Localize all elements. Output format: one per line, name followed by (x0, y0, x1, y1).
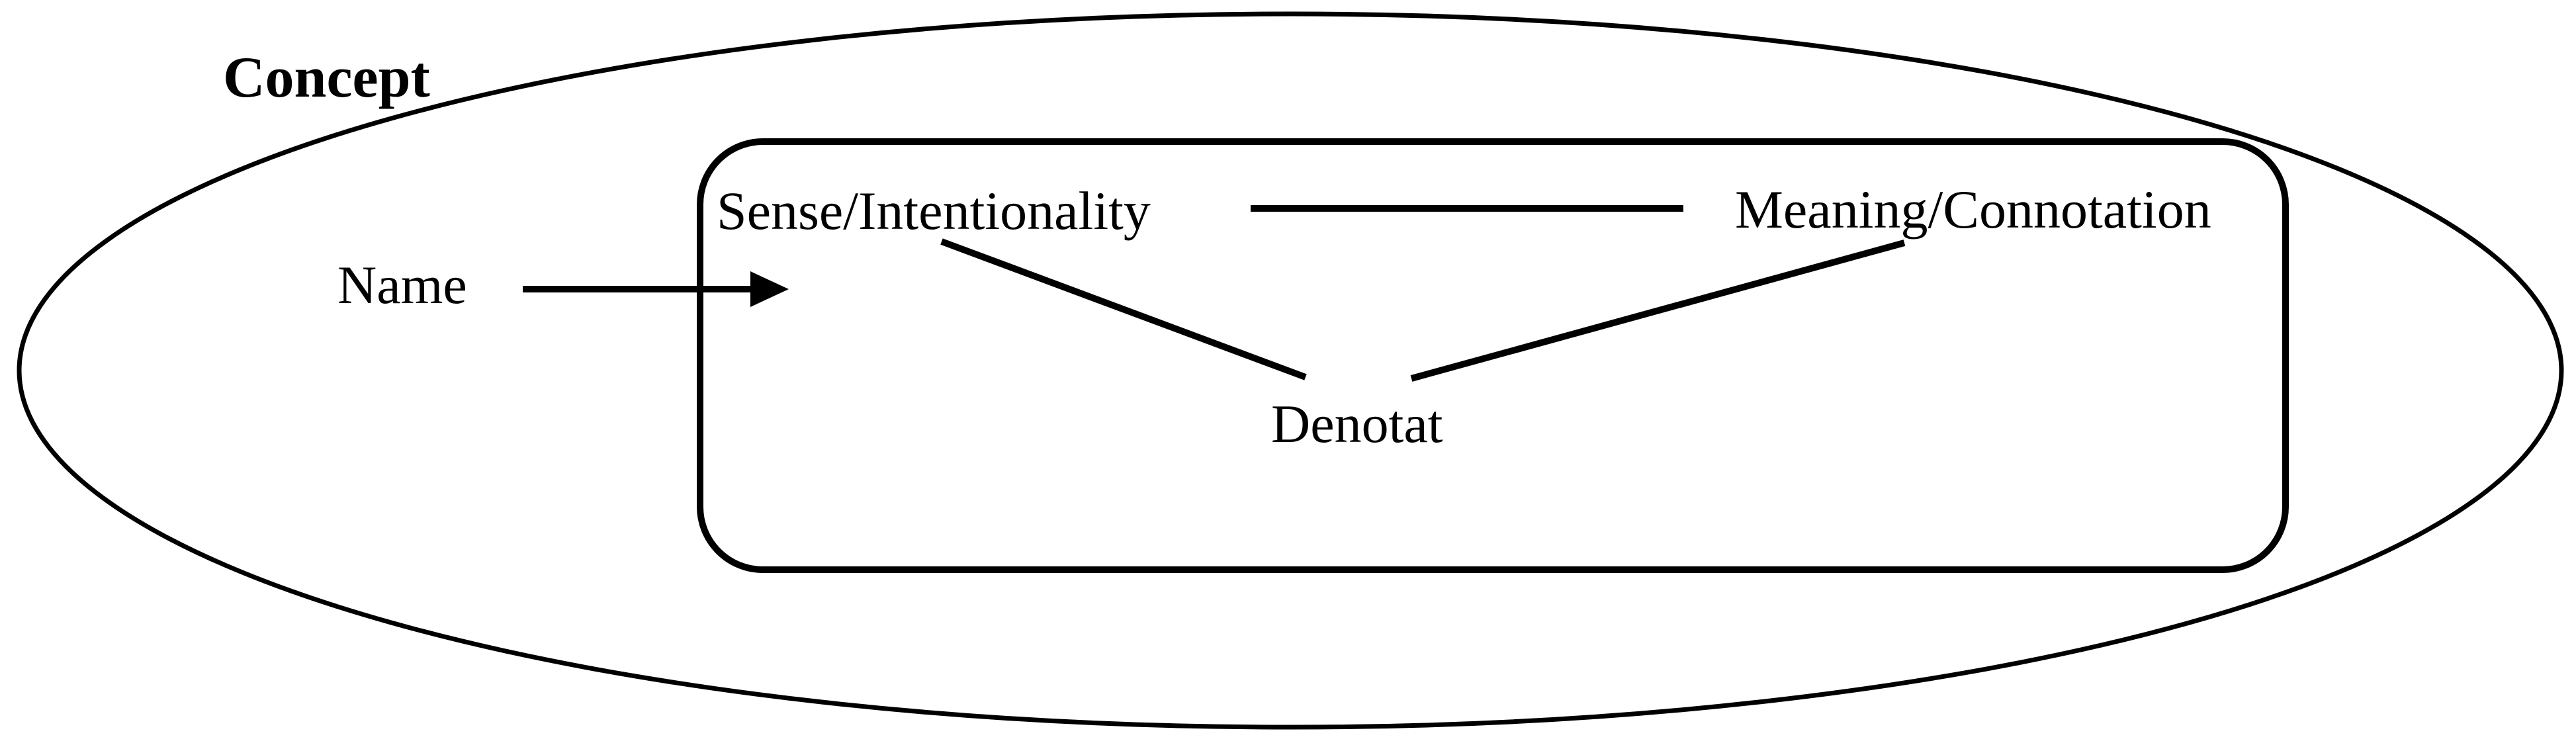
sense-denotat-line (940, 238, 1307, 380)
meaning-connotation-label: Meaning/Connotation (1735, 179, 2211, 240)
concept-ellipse (17, 11, 2564, 730)
sense-intentionality-label: Sense/Intentionality (717, 181, 1151, 241)
inner-rounded-rect (697, 138, 2289, 573)
denotat-label: Denotat (1271, 394, 1443, 454)
concept-label: Concept (223, 46, 430, 110)
denotat-meaning-line (1410, 240, 1906, 382)
name-arrow-head (750, 271, 789, 307)
name-label: Name (337, 255, 467, 315)
